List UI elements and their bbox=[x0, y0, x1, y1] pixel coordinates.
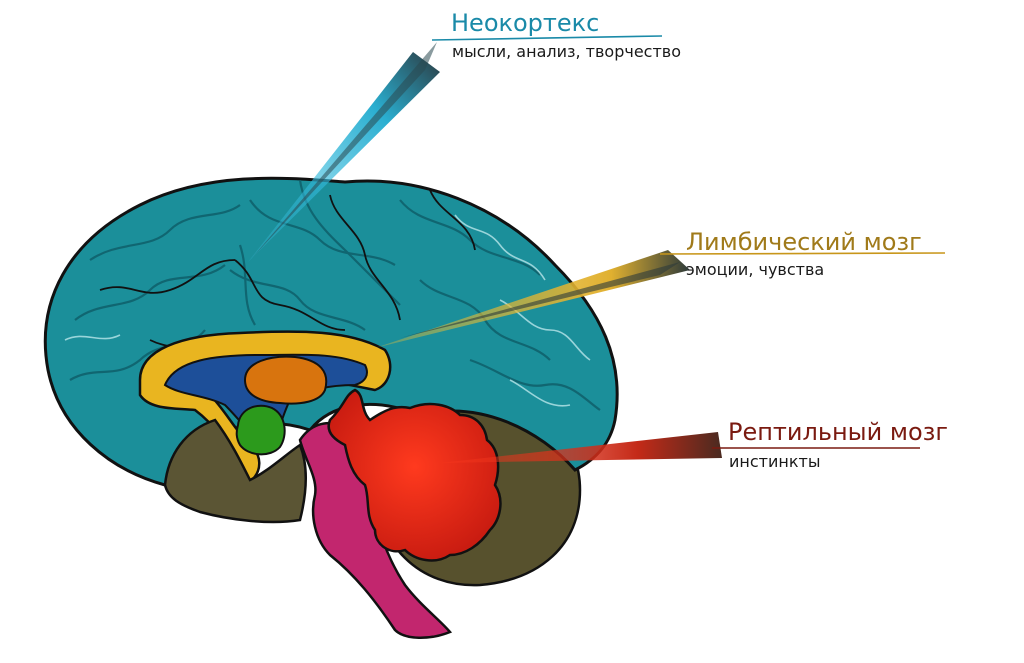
temporal-lobe-region bbox=[163, 418, 308, 524]
neocortex-subtitle: мысли, анализ, творчество bbox=[452, 42, 681, 61]
neocortex-gyri bbox=[69, 179, 601, 411]
reptilian-subtitle: инстинкты bbox=[729, 452, 821, 471]
reptilian-region bbox=[327, 388, 502, 562]
neocortex-title: Неокортекс bbox=[451, 9, 600, 37]
limbic-label-line bbox=[659, 252, 946, 255]
reptilian-title: Рептильный мозг bbox=[728, 418, 949, 446]
amygdala-region bbox=[235, 404, 286, 456]
neocortex-pointer-edge bbox=[252, 42, 437, 258]
reptilian-pointer bbox=[440, 432, 722, 463]
limbic-title: Лимбический мозг bbox=[686, 228, 922, 256]
limbic-pointer-edge bbox=[400, 262, 680, 338]
neocortex-label-line bbox=[431, 35, 663, 41]
thalamus-region bbox=[243, 355, 328, 405]
limbic-subtitle: эмоции, чувства bbox=[686, 260, 825, 279]
